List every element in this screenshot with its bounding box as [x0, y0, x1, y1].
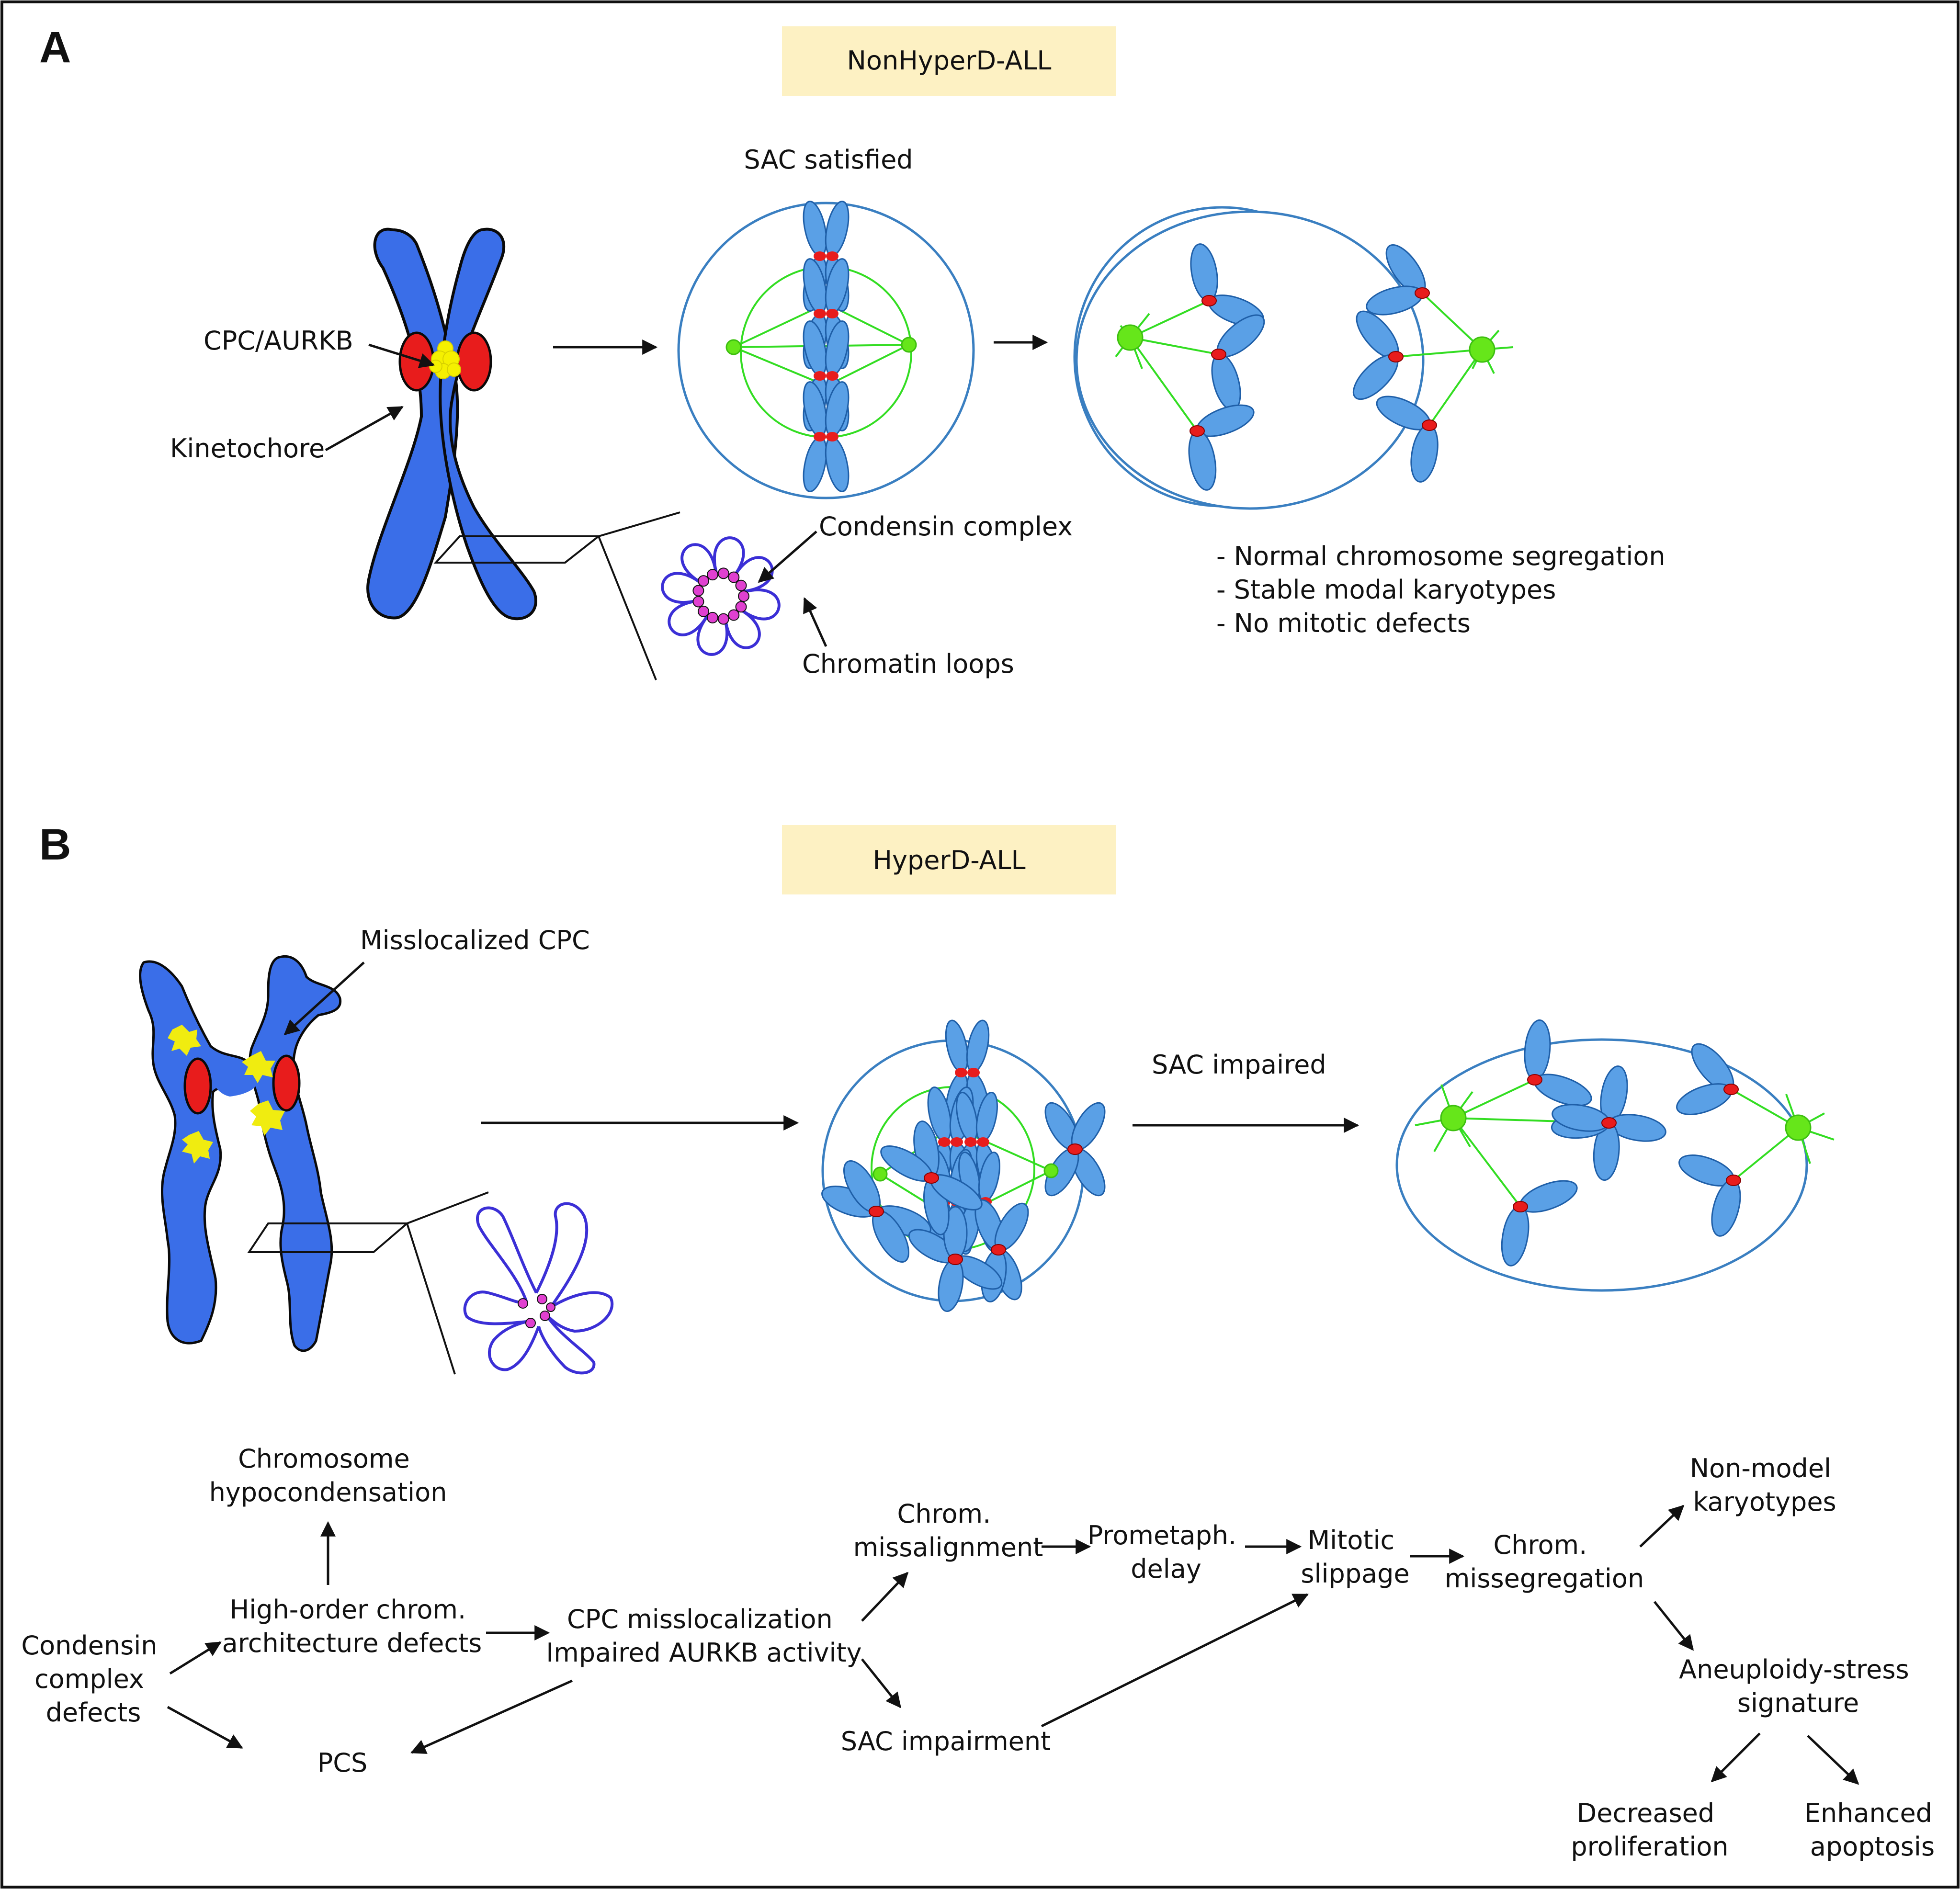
- svg-text:High-order chrom. arch: High-order chrom. architecture defects: [222, 1595, 482, 1658]
- condensin-complex-label: Condensin complex: [819, 511, 1073, 542]
- mini-chromosome: [1044, 1102, 1106, 1197]
- flow-aneuploidy-stress: Aneuploidy-stress: [1679, 1654, 1909, 1685]
- svg-text:Condensin complex: Condensin complex defects: [21, 1630, 165, 1728]
- mini-chromosome: [1551, 1065, 1666, 1181]
- flow-cpc-misslocalization: CPC misslocalization: [567, 1604, 833, 1634]
- svg-text:Chrom. missalignment: Chrom. missalignment: [853, 1499, 1043, 1562]
- mini-chromosome: [1211, 314, 1265, 411]
- mini-chromosome: [1678, 1154, 1741, 1237]
- flow-hypocondensation: Chromosome: [238, 1444, 410, 1474]
- flow-condensin-defects: Condensin: [21, 1630, 157, 1661]
- flow-missalignment: Chrom.: [897, 1499, 991, 1529]
- flow-arrow-10: [1041, 1593, 1309, 1728]
- panel-a-banner: [782, 26, 1116, 96]
- cpc-cluster: [429, 340, 461, 379]
- mini-chromosome: [880, 1120, 983, 1235]
- flow-arrow-14: [1711, 1732, 1761, 1783]
- hypocondensed-chromosome: [139, 955, 489, 1375]
- flow-arrow-13: [1654, 1601, 1694, 1651]
- flow-chart: Condensin complex defects Chromosome hyp…: [21, 1444, 1940, 1862]
- svg-text:Chromosome hypocondens: Chromosome hypocondensation: [209, 1444, 447, 1507]
- sac-satisfied-label: SAC satisfied: [744, 145, 913, 175]
- mini-chromosome: [974, 1199, 1029, 1302]
- svg-text:CPC misslocalization I: CPC misslocalization Impaired AURKB acti…: [546, 1604, 861, 1668]
- flow-arrow-12: [1639, 1504, 1685, 1548]
- panel-b: B HyperD-ALL: [21, 820, 1940, 1862]
- flow-arrow-6: [861, 1572, 909, 1622]
- mini-chromosome: [1524, 1019, 1592, 1107]
- outcome-2: - Stable modal karyotypes: [1216, 575, 1556, 605]
- flow-enhanced-apoptosis: Enhanced: [1804, 1798, 1932, 1828]
- mislocalized-cpc-patches: [168, 1025, 285, 1164]
- panel-a-banner-text: NonHyperD-ALL: [847, 45, 1052, 76]
- mini-chromosome: [821, 1160, 931, 1263]
- anaphase-cell-b: [1395, 1019, 1835, 1292]
- outcome-1: - Normal chromosome segregation: [1216, 541, 1665, 571]
- flow-mitotic-slippage: Mitotic: [1308, 1525, 1395, 1555]
- panel-b-banner-text: HyperD-ALL: [872, 845, 1025, 875]
- svg-text:Enhanced apoptosis: Enhanced apoptosis: [1804, 1798, 1940, 1862]
- chromosome-arm-left: [366, 227, 459, 620]
- mini-chromosome: [1676, 1043, 1739, 1115]
- chromatin-loops-label: Chromatin loops: [802, 649, 1014, 679]
- mini-chromosome: [1352, 310, 1404, 400]
- svg-text:Mitotic slippage: Mitotic slippage: [1301, 1525, 1409, 1589]
- panel-a-letter: A: [39, 23, 71, 72]
- flow-arrow-1: [169, 1641, 222, 1675]
- flow-arrow-7: [861, 1658, 901, 1708]
- metaphase-cell-b: [821, 1019, 1106, 1312]
- flow-sac-impairment: SAC impairment: [841, 1726, 1051, 1756]
- condensin-ring-diagram: [661, 536, 781, 656]
- flow-architecture-defects: High-order chrom.: [230, 1595, 466, 1625]
- flow-arrow-5: [410, 1679, 573, 1754]
- anaphase-cell-a: [1073, 206, 1514, 510]
- kinetochore-left: [398, 331, 435, 392]
- section-plane: [433, 535, 601, 564]
- flow-missegregation: Chrom.: [1494, 1530, 1587, 1560]
- outcome-3: - No mitotic defects: [1216, 608, 1471, 638]
- svg-text:Aneuploidy-stress sign: Aneuploidy-stress signature: [1679, 1654, 1917, 1718]
- metaphase-cell-a: [677, 201, 975, 499]
- sac-impaired-label: SAC impaired: [1152, 1050, 1326, 1080]
- aligned-chromosome: [803, 381, 850, 492]
- mini-chromosome: [908, 1206, 1003, 1312]
- flow-arrow-15: [1807, 1735, 1859, 1785]
- kinetochore-label: Kinetochore: [170, 433, 325, 464]
- mini-chromosome: [1188, 404, 1255, 491]
- svg-text:Prometaph. delay: Prometaph. delay: [1088, 1520, 1245, 1584]
- flow-non-model-karyotypes: Non-model: [1690, 1453, 1831, 1483]
- svg-text:Non-model karyotypes: Non-model karyotypes: [1690, 1453, 1839, 1517]
- flow-pcs: PCS: [317, 1748, 368, 1778]
- flow-decreased-proliferation: Decreased: [1577, 1798, 1714, 1828]
- panel-b-banner: [782, 825, 1116, 894]
- hypocondensed-loops: [463, 1202, 614, 1375]
- mini-chromosome: [1366, 244, 1430, 316]
- svg-text:Chrom. missegregation: Chrom. missegregation: [1445, 1530, 1644, 1594]
- flow-arrow-2: [167, 1706, 243, 1749]
- mini-chromosome: [1376, 396, 1439, 483]
- cpc-aurkb-label: CPC/AURKB: [204, 326, 353, 356]
- panel-a: A NonHyperD-ALL CPC/AURKB Kinetochore: [39, 23, 1665, 680]
- svg-text:Decreased proliferatio: Decreased proliferation: [1571, 1798, 1728, 1862]
- mislocalized-cpc-label: Misslocalized CPC: [360, 925, 590, 955]
- normal-chromosome: [366, 227, 680, 680]
- panel-b-letter: B: [39, 820, 71, 869]
- kinetochore-right: [456, 331, 492, 392]
- mini-chromosome: [1501, 1180, 1578, 1267]
- flow-prometaphase-delay: Prometaph.: [1088, 1520, 1236, 1550]
